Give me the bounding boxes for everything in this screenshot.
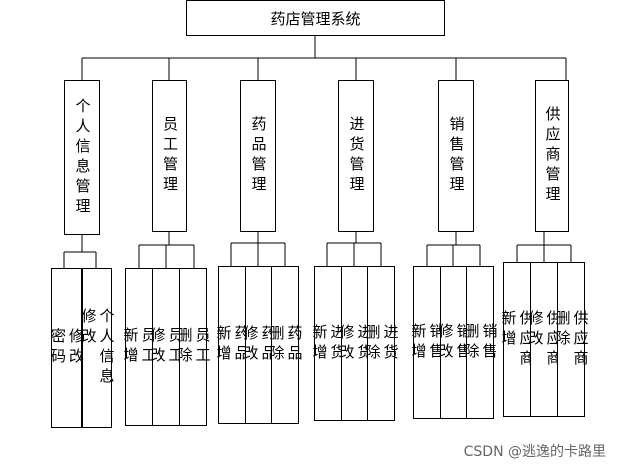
leaf-label-line: 修改 bbox=[526, 309, 545, 350]
leaf-purchase-delete: 进货删除 bbox=[363, 266, 400, 421]
module-label: 销售管理 bbox=[447, 116, 466, 196]
module-label: 个人信息管理 bbox=[73, 97, 92, 218]
leaf-label-line: 修改 bbox=[67, 328, 85, 368]
module-label: 药品管理 bbox=[249, 116, 268, 196]
leaf-label-line: 新增 bbox=[121, 327, 140, 367]
leaf-label-line: 删除 bbox=[267, 325, 286, 365]
module-label: 员工管理 bbox=[161, 116, 179, 196]
leaf-label-line: 员工 bbox=[193, 327, 212, 367]
leaf-staff-delete: 员工删除 bbox=[175, 268, 212, 426]
leaf-sales-delete: 销售删除 bbox=[462, 266, 499, 419]
leaf-label-line: 删除 bbox=[175, 327, 194, 367]
leaf-label-line: 新增 bbox=[499, 309, 518, 350]
leaf-supplier-add: 供应商新增 bbox=[499, 262, 536, 417]
leaf-drug-edit: 药品修改 bbox=[241, 266, 278, 424]
leaf-drug-delete: 药品删除 bbox=[267, 266, 304, 424]
leaf-label-line: 新增 bbox=[409, 322, 428, 363]
module-supplier: 供应商管理 bbox=[535, 80, 569, 232]
leaf-label-line: 销售 bbox=[480, 322, 499, 363]
leaf-label-line: 新增 bbox=[214, 325, 233, 365]
module-label: 供应商管理 bbox=[543, 106, 562, 206]
leaf-drug-add: 药品新增 bbox=[214, 266, 251, 424]
leaf-label-line: 药品 bbox=[285, 325, 304, 365]
module-purchase: 进货管理 bbox=[338, 80, 374, 232]
leaf-label-line: 删除 bbox=[553, 309, 572, 350]
root-label: 药店管理系统 bbox=[270, 9, 361, 28]
leaf-label-line: 新增 bbox=[310, 323, 329, 364]
leaf-label-line: 修改 bbox=[79, 308, 98, 348]
leaf-label-line: 密码 bbox=[49, 328, 67, 368]
leaf-label-line: 删除 bbox=[462, 322, 481, 363]
leaf-label-line: 修改 bbox=[337, 323, 356, 364]
root-node: 药店管理系统 bbox=[186, 0, 445, 36]
leaf-label-line: 修改 bbox=[241, 325, 260, 365]
leaf-label-line: 修改 bbox=[436, 322, 455, 363]
module-sales: 销售管理 bbox=[438, 80, 474, 232]
leaf-personal-info-edit: 个人信息修改 bbox=[79, 268, 116, 428]
leaf-purchase-edit: 进货修改 bbox=[337, 266, 374, 421]
leaf-label-line: 个人信息 bbox=[97, 308, 116, 388]
leaf-staff-add: 员工新增 bbox=[121, 268, 158, 426]
leaf-supplier-delete: 供应商删除 bbox=[553, 262, 590, 417]
module-staff: 员工管理 bbox=[152, 80, 187, 232]
leaf-label-line: 供应商 bbox=[571, 309, 590, 370]
leaf-label-line: 修改 bbox=[148, 327, 167, 367]
leaf-change-password: 修改密码 bbox=[49, 268, 85, 428]
module-drugs: 药品管理 bbox=[240, 80, 276, 232]
module-personal-info: 个人信息管理 bbox=[64, 80, 100, 235]
watermark: CSDN @逃逸的卡路里 bbox=[463, 444, 606, 460]
leaf-label-line: 进货 bbox=[381, 323, 400, 364]
leaf-label-line: 删除 bbox=[363, 323, 382, 364]
module-label: 进货管理 bbox=[347, 116, 366, 196]
